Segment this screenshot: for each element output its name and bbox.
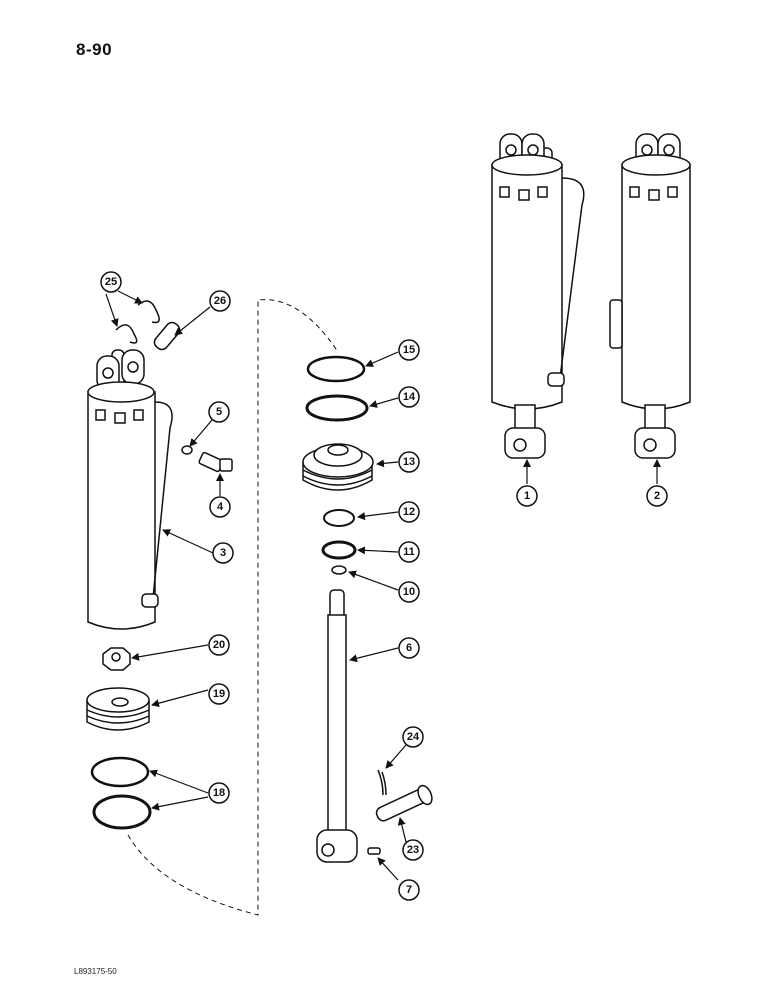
callout-24: 24 (407, 731, 420, 743)
callout-11: 11 (403, 546, 415, 558)
leader-3 (162, 529, 214, 554)
assembled-cylinder-1 (491, 133, 585, 459)
callout-circle-12 (398, 501, 420, 523)
fitting-part-4 (198, 451, 233, 473)
piston-part-19 (86, 687, 150, 731)
ring-part-18-b (92, 794, 152, 830)
leader-26-b (105, 293, 119, 327)
leader-18-b (151, 796, 209, 811)
leader-26-a (117, 290, 143, 304)
callout-12: 12 (403, 506, 415, 518)
backup-ring-part-14 (305, 394, 369, 422)
callout-6: 6 (406, 642, 412, 654)
callout-18: 18 (213, 787, 225, 799)
callout-circle-14 (398, 386, 420, 408)
callout-14: 14 (403, 391, 416, 403)
callout-2: 2 (654, 490, 660, 502)
callout-circle-2 (646, 485, 668, 507)
callout-23: 23 (407, 844, 419, 856)
seal-part-12 (323, 509, 355, 527)
callout-circle-13 (398, 451, 420, 473)
callout-5: 5 (216, 406, 222, 418)
leader-11 (357, 546, 399, 555)
hair-clip-part-26-b (115, 324, 138, 344)
pin-part-23 (375, 784, 433, 822)
callout-20: 20 (213, 639, 225, 651)
callout-circle-11 (398, 541, 420, 563)
callout-10: 10 (403, 586, 415, 598)
leader-24 (385, 744, 407, 769)
leader-15 (365, 351, 399, 367)
piston-rod-part-6 (316, 589, 358, 863)
callout-circle-25 (209, 290, 231, 312)
assembled-cylinder-2 (609, 133, 691, 459)
callout-circle-7 (398, 879, 420, 901)
leader-5 (189, 419, 213, 447)
callout-circle-6 (398, 637, 420, 659)
nut-part-20 (102, 647, 131, 671)
callout-circle-26 (100, 271, 122, 293)
callout-circle-19 (208, 683, 230, 705)
assembly-guide-line (127, 299, 339, 916)
callout-circle-18 (208, 782, 230, 804)
leader-12 (357, 511, 399, 521)
leader-20 (131, 644, 209, 661)
o-ring-part-10 (331, 565, 347, 575)
leader-6 (349, 647, 399, 663)
callout-circle-15 (398, 339, 420, 361)
callout-circle-24 (402, 726, 424, 748)
leader-23 (397, 817, 407, 843)
callout-4: 4 (217, 501, 224, 513)
pin-part-25 (153, 321, 181, 351)
callout-circle-23 (402, 839, 424, 861)
leader-25 (174, 306, 211, 336)
o-ring-part-5 (181, 445, 193, 455)
leader-7 (377, 857, 399, 881)
callout-circle-20 (208, 634, 230, 656)
callout-circle-1 (516, 485, 538, 507)
callout-3: 3 (220, 547, 226, 559)
callout-circle-3 (212, 542, 234, 564)
callout-circle-5 (208, 401, 230, 423)
o-ring-part-15 (306, 355, 366, 383)
cotter-pin-part-24 (377, 769, 387, 796)
leader-14 (369, 397, 399, 408)
callout-15: 15 (403, 344, 415, 356)
page-number: 8-90 (76, 40, 113, 59)
leader-10 (348, 570, 399, 591)
callout-1: 1 (524, 490, 530, 502)
barrel-part-3 (87, 349, 173, 630)
hair-clip-part-26-a (137, 300, 160, 324)
gland-part-13 (302, 443, 374, 491)
callout-26: 25 (105, 276, 117, 288)
leader-19 (151, 689, 209, 708)
callout-13: 13 (403, 456, 415, 468)
grease-fitting-part-7 (367, 847, 381, 855)
callout-19: 19 (213, 688, 225, 700)
callout-25: 26 (214, 295, 226, 307)
drawing-code: L893175-50 (74, 967, 117, 976)
callout-7: 7 (406, 884, 412, 896)
callout-circle-10 (398, 581, 420, 603)
leader-18-a (149, 769, 209, 794)
wiper-part-11 (321, 540, 357, 560)
ring-part-18-a (90, 756, 150, 788)
leader-13 (376, 459, 399, 468)
callout-circle-4 (209, 496, 231, 518)
